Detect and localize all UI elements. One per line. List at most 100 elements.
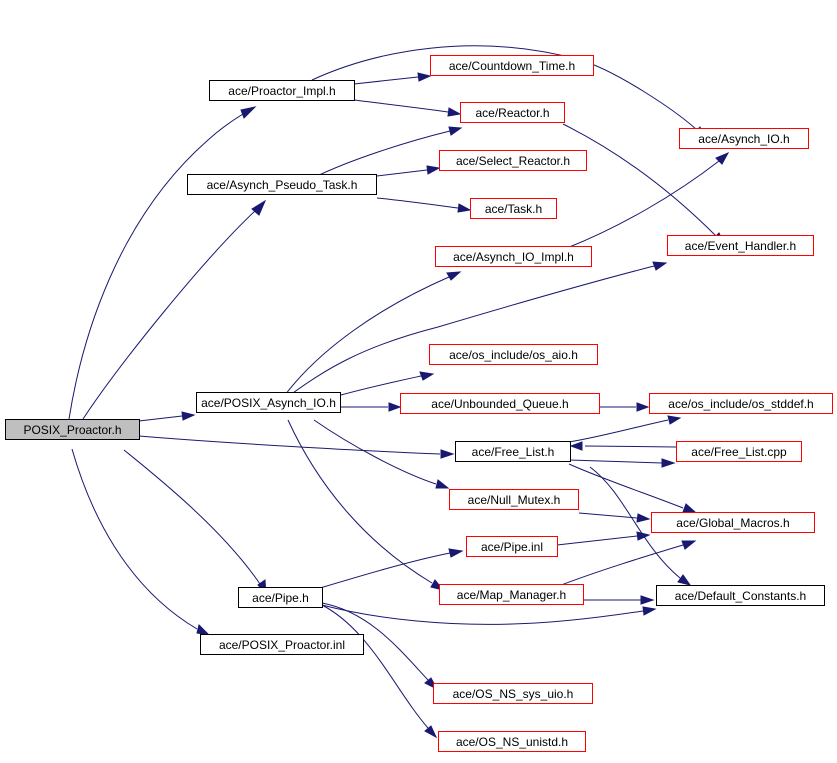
node-free-list-h[interactable]: ace/Free_List.h <box>455 441 571 462</box>
arrowhead <box>440 449 455 459</box>
node-box <box>667 235 814 256</box>
arrowhead <box>569 441 583 451</box>
arrowhead <box>251 199 267 216</box>
node-asynch-io-impl-h[interactable]: ace/Asynch_IO_Impl.h <box>435 246 592 267</box>
node-label: ace/Asynch_IO_Impl.h <box>453 250 574 264</box>
node-label: ace/os_include/os_aio.h <box>449 348 578 362</box>
node-select-reactor-h[interactable]: ace/Select_Reactor.h <box>439 150 587 171</box>
node-label: ace/OS_NS_sys_uio.h <box>453 687 574 701</box>
node-label: ace/Task.h <box>485 202 542 216</box>
node-reactor-h[interactable]: ace/Reactor.h <box>460 102 565 123</box>
edge-posix-proactor-to-free-list <box>138 435 441 455</box>
node-os-aio-h[interactable]: ace/os_include/os_aio.h <box>429 344 598 365</box>
node-label: ace/Pipe.h <box>252 591 309 605</box>
edge-asynch-pseudo-task-to-reactor <box>314 130 451 178</box>
arrowhead <box>715 151 730 165</box>
node-label: POSIX_Proactor.h <box>23 423 121 437</box>
arrowhead <box>636 531 651 541</box>
edge-free-list-to-default-constants <box>589 466 681 579</box>
node-label: ace/POSIX_Proactor.inl <box>219 638 345 652</box>
edge-asynch-pseudo-task-to-task <box>376 197 459 209</box>
arrowhead <box>636 402 650 412</box>
arrowhead <box>642 606 657 616</box>
node-posix-asynch-io-h[interactable]: ace/POSIX_Asynch_IO.h <box>196 392 341 413</box>
edge-posix-asynch-io-to-asynch-io-impl <box>284 276 450 396</box>
node-box <box>5 419 140 440</box>
node-label: ace/Map_Manager.h <box>457 588 566 602</box>
node-box <box>466 536 558 557</box>
edges-layer <box>68 45 720 729</box>
node-default-constants-h[interactable]: ace/Default_Constants.h <box>656 585 825 606</box>
node-posix-proactor-h: POSIX_Proactor.h <box>5 419 140 440</box>
node-asynch-pseudo-task-h[interactable]: ace/Asynch_Pseudo_Task.h <box>187 174 377 195</box>
node-unbounded-queue-h[interactable]: ace/Unbounded_Queue.h <box>400 393 600 414</box>
node-os-ns-unistd-h[interactable]: ace/OS_NS_unistd.h <box>438 731 586 752</box>
node-box <box>679 128 809 149</box>
arrowhead <box>457 203 472 213</box>
arrowhead <box>417 72 432 82</box>
node-pipe-inl[interactable]: ace/Pipe.inl <box>466 536 558 557</box>
arrowhead <box>388 402 402 412</box>
edge-free-list-cpp-to-free-list <box>584 445 677 448</box>
edge-free-list-to-os-stddef <box>568 419 669 443</box>
arrowhead <box>448 126 463 136</box>
arrowhead <box>677 574 692 586</box>
arrowhead <box>640 595 655 605</box>
node-asynch-io-h[interactable]: ace/Asynch_IO.h <box>679 128 809 149</box>
node-box <box>439 150 587 171</box>
edge-proactor-impl-to-asynch-io <box>311 45 698 131</box>
edge-posix-asynch-io-to-event-handler <box>289 265 655 396</box>
node-box <box>435 246 592 267</box>
node-box <box>656 585 825 606</box>
node-label: ace/os_include/os_stddef.h <box>668 397 813 411</box>
node-task-h[interactable]: ace/Task.h <box>470 198 557 219</box>
node-label: ace/Default_Constants.h <box>675 589 806 603</box>
node-box <box>455 441 571 462</box>
node-label: ace/Asynch_IO.h <box>698 132 789 146</box>
node-box <box>438 731 586 752</box>
edge-pipe-to-os-ns-unistd <box>321 604 429 729</box>
edge-pipe-to-default-constants <box>321 604 644 625</box>
node-box <box>429 344 598 365</box>
arrowhead <box>196 624 211 636</box>
arrowhead <box>424 725 438 739</box>
node-proactor-impl-h[interactable]: ace/Proactor_Impl.h <box>209 80 355 101</box>
edge-posix-proactor-to-posix-proactor-inl <box>71 448 198 630</box>
node-free-list-cpp[interactable]: ace/Free_List.cpp <box>676 441 802 462</box>
arrowhead <box>435 479 450 489</box>
edge-free-list-to-free-list-cpp <box>568 459 663 464</box>
node-box <box>460 102 565 123</box>
node-null-mutex-h[interactable]: ace/Null_Mutex.h <box>449 489 579 510</box>
node-box <box>400 393 600 414</box>
node-box <box>676 441 802 462</box>
edge-posix-proactor-to-asynch-pseudo-task <box>82 210 256 420</box>
node-label: ace/Unbounded_Queue.h <box>431 397 568 411</box>
node-countdown-time-h[interactable]: ace/Countdown_Time.h <box>430 55 594 76</box>
node-event-handler-h[interactable]: ace/Event_Handler.h <box>667 235 814 256</box>
node-pipe-h[interactable]: ace/Pipe.h <box>238 587 323 608</box>
arrowhead <box>181 411 196 421</box>
edge-null-mutex-to-global-macros <box>578 512 638 519</box>
node-posix-proactor-inl[interactable]: ace/POSIX_Proactor.inl <box>200 634 364 655</box>
node-box <box>187 174 377 195</box>
edge-pipe-to-os-ns-sys-uio <box>321 602 429 681</box>
arrowhead <box>426 165 441 175</box>
edge-posix-asynch-io-to-os-aio <box>340 375 422 396</box>
node-os-ns-sys-uio-h[interactable]: ace/OS_NS_sys_uio.h <box>433 683 593 704</box>
arrowhead <box>446 271 462 281</box>
edge-posix-asynch-io-to-map-manager <box>287 419 433 584</box>
arrowhead <box>419 371 435 381</box>
arrowhead <box>240 106 257 119</box>
node-global-macros-h[interactable]: ace/Global_Macros.h <box>651 512 815 533</box>
node-label: ace/Reactor.h <box>475 106 549 120</box>
edge-asynch-pseudo-task-to-select-reactor <box>376 169 428 177</box>
node-map-manager-h[interactable]: ace/Map_Manager.h <box>439 584 584 605</box>
node-box <box>449 489 579 510</box>
edge-proactor-impl-to-countdown-time <box>353 76 419 85</box>
node-os-stddef-h[interactable]: ace/os_include/os_stddef.h <box>649 393 833 414</box>
node-label: ace/Free_List.cpp <box>691 445 787 459</box>
arrowhead <box>652 261 668 271</box>
node-label: ace/Null_Mutex.h <box>468 493 561 507</box>
node-box <box>200 634 364 655</box>
arrowhead <box>682 503 697 513</box>
